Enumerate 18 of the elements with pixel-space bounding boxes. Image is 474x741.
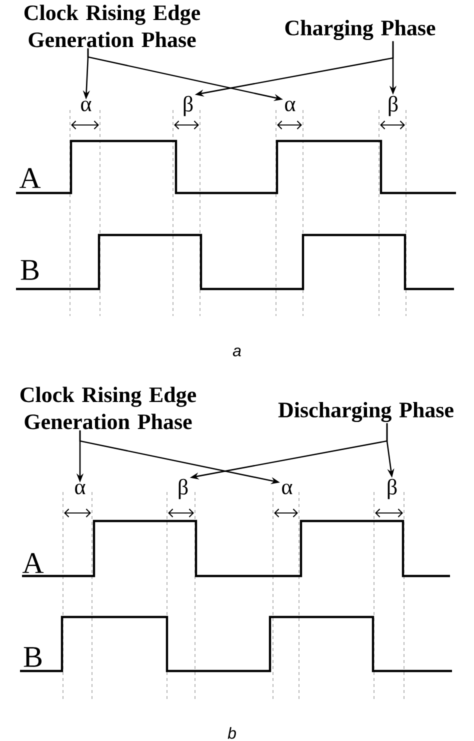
phase-label: Discharging Phase	[278, 402, 454, 422]
interval-label: α	[282, 484, 292, 494]
interval-label: β	[178, 478, 188, 500]
signal-name: B	[20, 260, 39, 280]
signal-name: A	[22, 553, 44, 573]
phase-label: Clock Rising Edge Generation Phase	[20, 386, 196, 430]
interval-label: β	[388, 478, 397, 500]
interval-label: α	[75, 484, 86, 494]
interval-label: β	[184, 96, 193, 116]
panel-caption: b	[228, 727, 236, 739]
interval-label: α	[285, 100, 296, 112]
phase-label: Charging Phase	[285, 20, 436, 40]
signal-name: A	[19, 168, 41, 188]
phase-label: Clock Rising Edge Generation Phase	[24, 4, 200, 48]
panel-caption: a	[232, 348, 241, 356]
interval-label: α	[81, 100, 92, 112]
interval-label: β	[388, 96, 398, 116]
signal-name: B	[24, 647, 42, 667]
